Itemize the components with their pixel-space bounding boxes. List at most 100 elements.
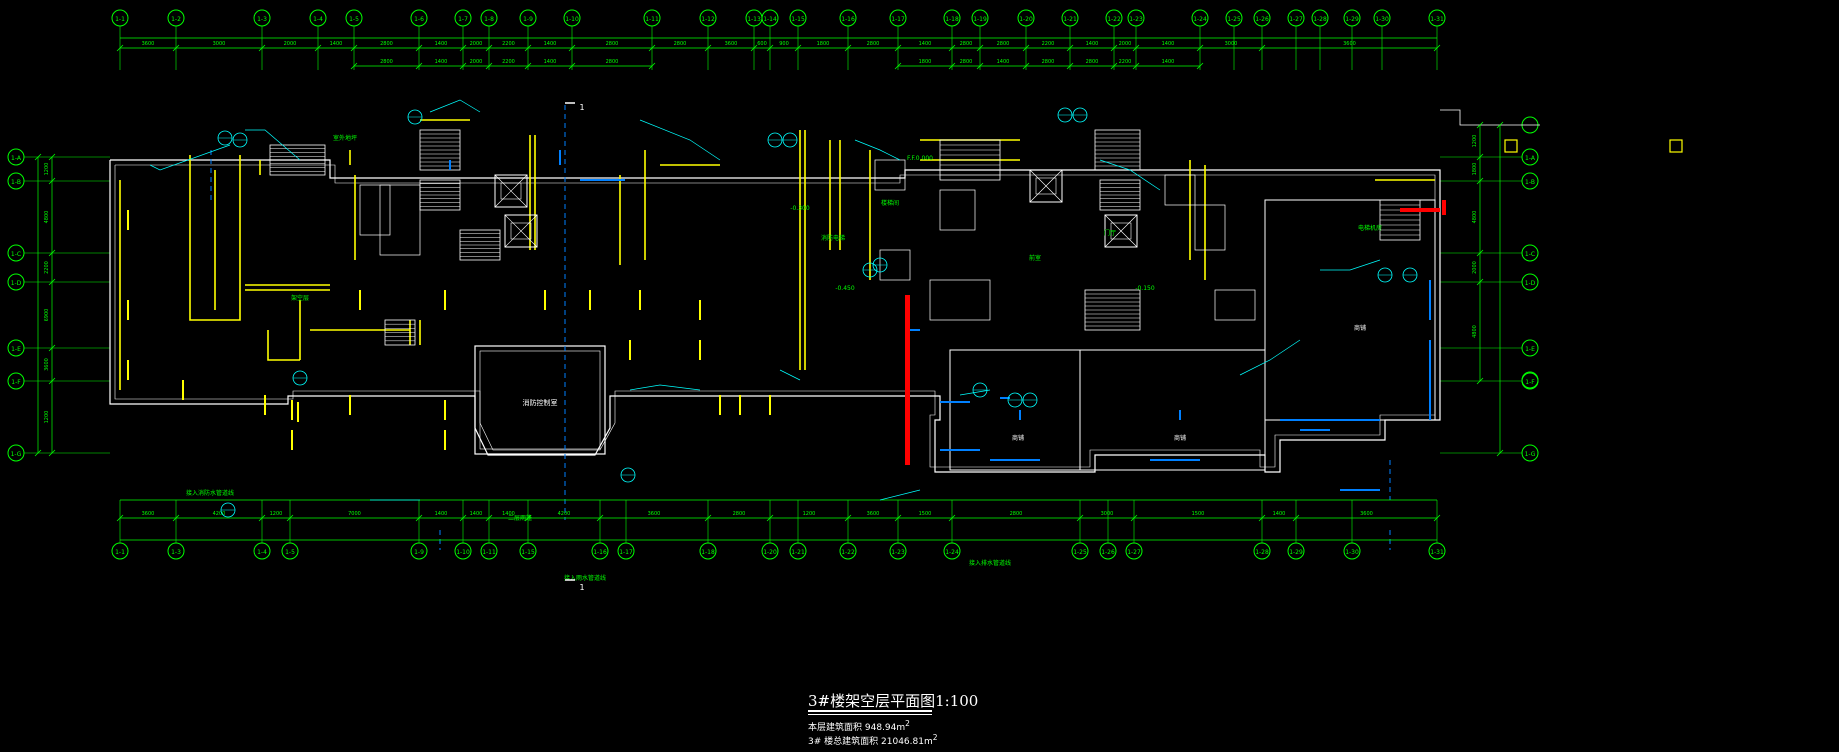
wall-yellow [267,330,300,361]
dim-top-tick [648,44,656,52]
dim-top-2-tick [459,62,467,70]
dim-top-label: 3000 [213,41,226,47]
axis-label-bottom: 1-1 [115,549,125,556]
dim-left-overall-tick [34,153,42,161]
elevator-shaft-2 [504,214,538,248]
dim-top-tick [258,44,266,52]
dim-bottom-label: 1500 [919,511,932,517]
dim-bottom-tick [286,514,294,522]
dim-top-label: 3600 [725,41,738,47]
plan-note: 二层雨篷 [508,514,532,522]
axis-label-bottom: 1-18 [701,549,715,556]
axis-label-top: 1-29 [1345,16,1359,23]
dim-right-overall-tick [1496,449,1504,457]
note-leader [245,129,301,161]
note-leader [959,389,991,396]
axis-label-top: 1-6 [414,16,424,23]
dim-top-3-tick [1066,62,1074,70]
room-label-shop-3: 商铺 [1354,324,1366,332]
dim-top-label: 2200 [1042,41,1055,47]
axis-bubble-right-extra [1521,371,1539,389]
dim-top-label: 2000 [470,41,483,47]
axis-label-left: 1-A [11,155,22,162]
axis-label-bottom: 1-23 [891,549,905,556]
wall-layer [109,105,1683,550]
dim-right-tick [1476,153,1484,161]
axis-label-top: 1-4 [313,16,323,23]
note-leader [629,384,701,391]
axis-label-right: 1-B [1525,179,1535,186]
axis-label-top: 1-20 [1019,16,1033,23]
dim-top-label: 2000 [1119,41,1132,47]
axis-label-left: 1-E [11,346,21,353]
section-mark-bottom-label: 1 [579,583,584,592]
dim-bottom-label: 3600 [1360,511,1373,517]
plan-note: -0.300 [790,205,810,212]
axis-label-bottom: 1-16 [593,549,607,556]
dim-right-label: 4800 [1472,211,1478,224]
dim-top-label: 2800 [674,41,687,47]
dim-bottom-tick [1433,514,1441,522]
axis-label-bottom: 1-29 [1289,549,1303,556]
dim-top-tick [172,44,180,52]
dim-right-tick [1476,249,1484,257]
room-label-shop-1: 商铺 [1012,434,1024,442]
room-label-anteroom: 前室 [1029,254,1041,262]
dim-top-3-tick [948,62,956,70]
axis-label-top: 1-28 [1313,16,1327,23]
service-room [1164,174,1196,206]
axis-label-top: 1-9 [523,16,533,23]
axis-label-bottom: 1-15 [521,549,535,556]
dim-top-tick [794,44,802,52]
axis-label-left: 1-F [11,379,21,386]
axis-label-bottom: 1-11 [482,549,496,556]
elevator-shaft-1-car [500,182,522,200]
dim-left-tick [48,177,56,185]
fire-wall-short [1442,200,1446,215]
dim-top-tick [314,44,322,52]
dim-top-tick [1196,44,1204,52]
dim-bottom-tick [485,514,493,522]
dim-bottom-tick [524,514,532,522]
fire-control-room-inner [479,350,601,450]
dim-top-tick [766,44,774,52]
annotation-layer: 消防控制室商铺商铺商铺接入消防水管道线接入雨水管道线接入排水管道线二层雨篷室外地… [149,99,1418,592]
dim-top-label: 2000 [284,41,297,47]
room-label-machine-room: 电梯机房 [1358,224,1382,232]
axis-label-right: 1-C [1525,251,1535,258]
dim-left-tick [48,278,56,286]
dim-top-2-label: 2800 [606,59,619,65]
axis-label-top: 1-17 [891,16,905,23]
dim-top-2-tick [415,62,423,70]
dim-top-label: 2800 [867,41,880,47]
axis-label-top: 1-30 [1375,16,1389,23]
axis-label-left: 1-G [11,451,22,458]
room-label-shop-2: 商铺 [1174,434,1186,442]
axis-label-left: 1-B [11,179,21,186]
axis-label-bottom: 1-3 [171,549,181,556]
axis-label-top: 1-3 [257,16,267,23]
dim-top-3-tick [1196,62,1204,70]
roof-vent [1504,139,1518,153]
dim-top-3-label: 1400 [1162,59,1175,65]
axis-label-top: 1-14 [763,16,777,23]
dim-top-2-tick [485,62,493,70]
axis-label-right: 1-G [1525,451,1536,458]
dim-bottom-label: 1400 [502,511,515,517]
dim-top-tick [568,44,576,52]
plan-note: -0.150 [1135,285,1155,292]
axis-label-right: 1-D [1525,280,1536,287]
dim-top-label: 2200 [502,41,515,47]
axis-label-right: 1-F [1525,379,1535,386]
dim-bottom-tick [172,514,180,522]
dim-left-tick [48,249,56,257]
dim-left-label: 4800 [44,211,50,224]
roof-outline [1440,109,1540,126]
dim-top-label: 1800 [817,41,830,47]
dim-top-2-tick [648,62,656,70]
dim-bottom-tick [596,514,604,522]
dim-top-tick [1132,44,1140,52]
elevator-shaft-4-cross [1104,214,1138,248]
axis-label-bottom: 1-30 [1345,549,1359,556]
dim-left-label: 1200 [44,163,50,176]
